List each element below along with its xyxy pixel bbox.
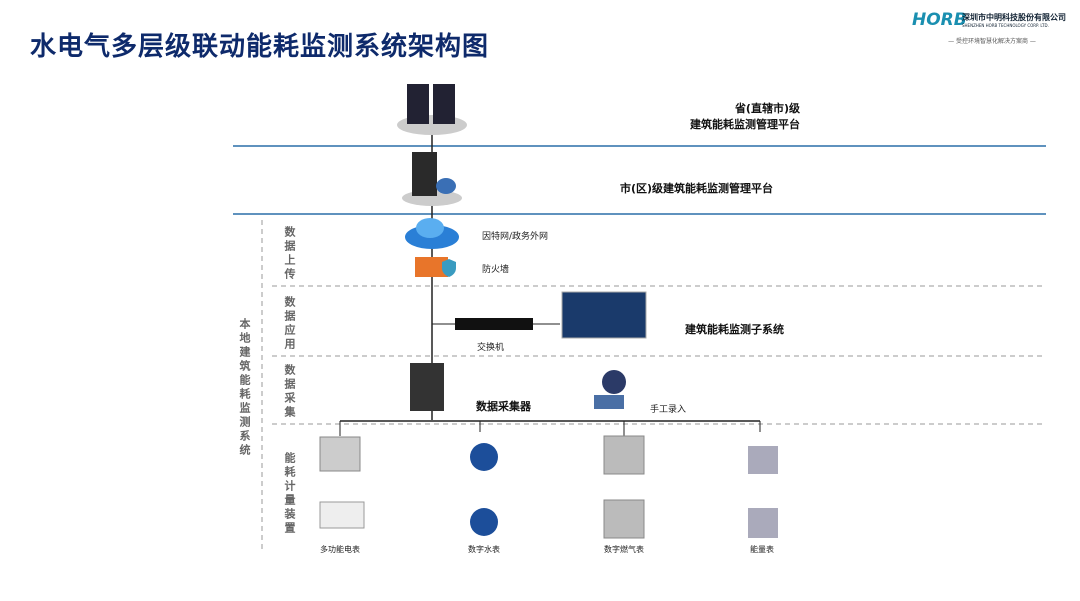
meter-label: 多功能电表 [320, 545, 360, 554]
energy-meter-icon [748, 446, 778, 474]
internet-label: 因特网/政务外网 [482, 232, 549, 242]
local-level-label: 本地建筑能耗监测系统 [238, 318, 251, 458]
logo-company-cn: 深圳市中明科技股份有限公司 [962, 13, 1066, 22]
gas-meter-icon [603, 499, 645, 539]
slogan-text: 受控环境智慧化解决方案商 [955, 38, 1028, 45]
logo-slogan: — 受控环境智慧化解决方案商 — [948, 38, 1036, 45]
monitor-icon [561, 291, 647, 339]
firewall-label: 防火墙 [482, 265, 510, 275]
server-icon [412, 152, 437, 196]
meter-label: 数字水表 [468, 545, 500, 554]
meter-label: 数字燃气表 [604, 545, 644, 554]
server-rack-icon [433, 84, 455, 124]
firewall-icon [415, 257, 448, 277]
section-label: 数据上传 [283, 226, 296, 282]
electric-meter-icon [319, 436, 361, 472]
person-icon [602, 370, 626, 394]
label-line: 省(直辖市)级 [734, 102, 800, 115]
subsystem-label: 建筑能耗监测子系统 [685, 323, 784, 336]
water-meter-icon [470, 443, 498, 471]
label-line: 建筑能耗监测管理平台 [690, 118, 800, 131]
switch-icon [455, 318, 533, 330]
city-level-label: 市(区)级建筑能耗监测管理平台 [620, 182, 774, 195]
switch-label: 交换机 [477, 343, 505, 353]
collector-label: 数据采集器 [476, 400, 531, 413]
page-title: 水电气多层级联动能耗监测系统架构图 [30, 32, 490, 62]
manual-entry-label: 手工录入 [650, 405, 687, 415]
meter-label: 能量表 [750, 545, 774, 554]
section-label: 数据应用 [283, 296, 296, 352]
logo: HORB 深圳市中明科技股份有限公司 SHENZHEN HORB TECHNOL… [912, 10, 1072, 45]
gas-meter-icon [603, 435, 645, 475]
collector-icon [410, 363, 444, 411]
electric-meter-icon [319, 501, 365, 529]
logo-brand: HORB [912, 10, 967, 30]
section-label: 数据采集 [283, 364, 296, 420]
database-icon [436, 178, 456, 194]
server-rack-icon [407, 84, 429, 124]
water-meter-icon [470, 508, 498, 536]
logo-company-en: SHENZHEN HORB TECHNOLOGY CORP. LTD. [962, 23, 1049, 28]
energy-meter-icon [748, 508, 778, 538]
province-level-label: 省(直辖市)级建筑能耗监测管理平台 [640, 100, 800, 132]
shield-icon [442, 259, 456, 277]
section-label: 能耗计量装置 [283, 452, 296, 536]
